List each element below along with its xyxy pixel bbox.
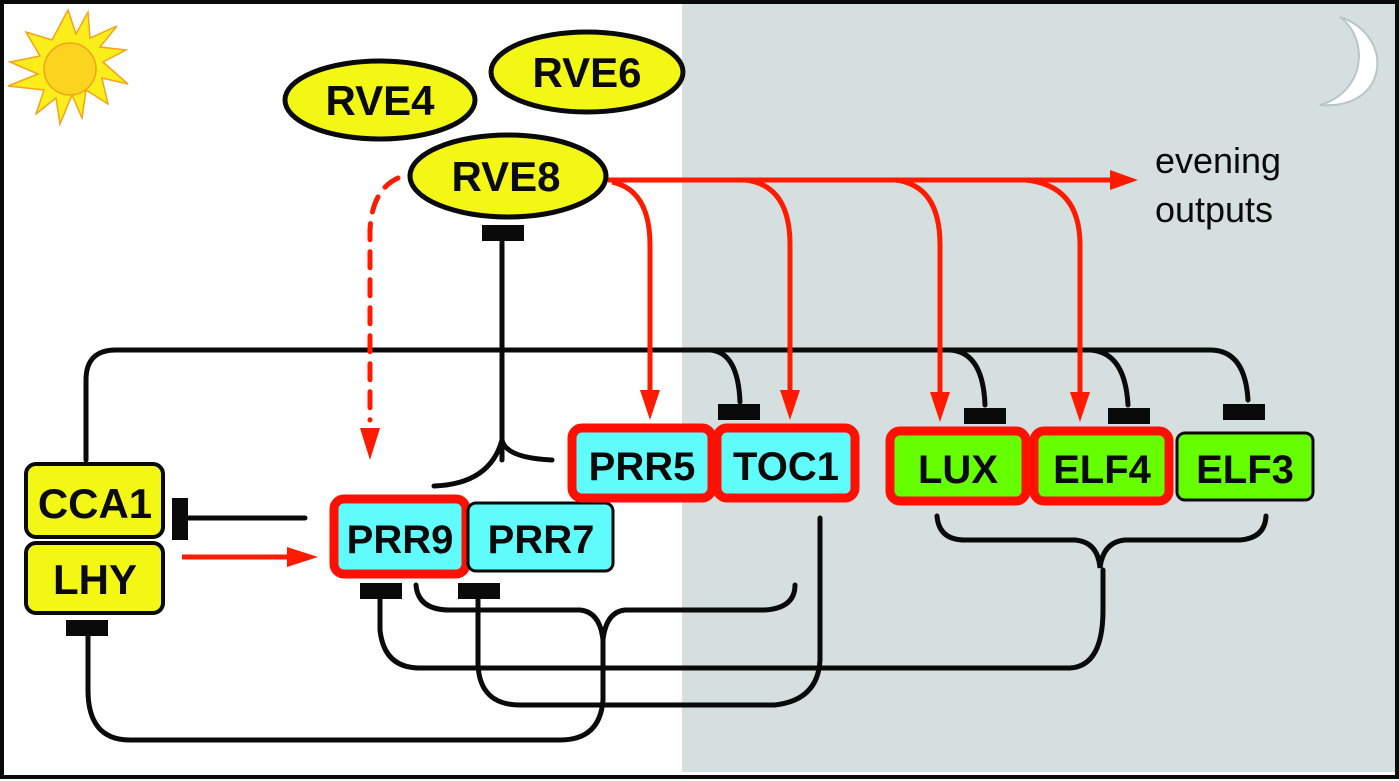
node-label: PRR9 — [347, 518, 454, 562]
arrowhead-lux — [930, 392, 950, 422]
arrowhead-prr9 — [287, 547, 318, 567]
arrowhead-prr5 — [640, 390, 660, 420]
node-prr5: PRR5 — [567, 423, 717, 503]
node-elf3: ELF3 — [1175, 431, 1315, 502]
repression-bar-prr9 — [360, 583, 402, 599]
repression-bar-lux — [964, 408, 1006, 424]
node-label: TOC1 — [733, 445, 839, 489]
node-rve8: RVE8 — [407, 132, 609, 220]
node-label: PRR5 — [589, 445, 696, 489]
node-lhy: LHY — [24, 541, 165, 615]
repression-bar-cca1 — [172, 498, 188, 540]
repression-lines — [83, 229, 1269, 743]
edge-rve8-prr5-activation — [611, 179, 653, 395]
sun-icon — [7, 8, 129, 127]
repression-bar-elf3 — [1223, 404, 1265, 420]
repression-bar-prr7 — [458, 583, 500, 599]
activation-arrowheads — [287, 170, 1138, 567]
evening-outputs-line2: outputs — [1155, 189, 1273, 230]
node-toc1: TOC1 — [712, 423, 860, 503]
node-label: ELF3 — [1196, 448, 1294, 492]
node-label: RVE8 — [452, 153, 561, 200]
edge-rve8-lux-activation — [894, 177, 943, 398]
node-label: ELF4 — [1053, 448, 1152, 492]
edge-rve8-toc1-activation — [744, 177, 793, 395]
ec-bracket — [934, 513, 1269, 569]
activation-lines — [182, 175, 1120, 560]
node-label: CCA1 — [38, 480, 152, 527]
repression-bar-rve8 — [482, 225, 524, 241]
arrowhead-prr9-dashed — [360, 428, 380, 460]
node-elf4: ELF4 — [1029, 426, 1174, 506]
edge-cca1-toc1-branch — [707, 347, 743, 405]
node-label: LUX — [918, 448, 998, 492]
edge-rve8-prr9-dashed-activation — [367, 175, 401, 423]
node-label: PRR7 — [488, 518, 595, 562]
node-prr9: PRR9 — [329, 494, 471, 579]
repression-bar-elf4 — [1108, 408, 1150, 424]
repression-bar-toc1 — [718, 404, 760, 420]
repression-bars — [66, 225, 1265, 636]
node-cca1: CCA1 — [24, 462, 165, 539]
node-lux: LUX — [885, 426, 1031, 506]
evening-outputs-line1: evening — [1155, 140, 1281, 181]
arrowhead-elf4 — [1070, 392, 1090, 422]
node-rve6: RVE6 — [488, 29, 686, 115]
repression-bar-lhy — [66, 620, 108, 636]
arrowhead-outputs — [1110, 170, 1138, 190]
edge-to-prr7-repression — [475, 515, 823, 708]
edge-rve8-elf4-activation — [1024, 177, 1083, 398]
moon-icon — [1319, 16, 1379, 107]
node-label: RVE4 — [326, 77, 436, 124]
edge-cca1-elf4-branch — [1087, 347, 1131, 408]
edge-ec-prr9-repression — [377, 567, 1106, 671]
node-label: LHY — [53, 556, 137, 603]
node-prr7: PRR7 — [466, 501, 615, 573]
node-rve4: RVE4 — [282, 58, 478, 142]
edge-cca1-lux-branch — [947, 347, 988, 408]
arrowhead-toc1 — [780, 390, 800, 420]
night-region — [682, 0, 1399, 772]
edge-cca1-evening-repression — [83, 347, 1251, 463]
node-label: RVE6 — [533, 49, 642, 96]
